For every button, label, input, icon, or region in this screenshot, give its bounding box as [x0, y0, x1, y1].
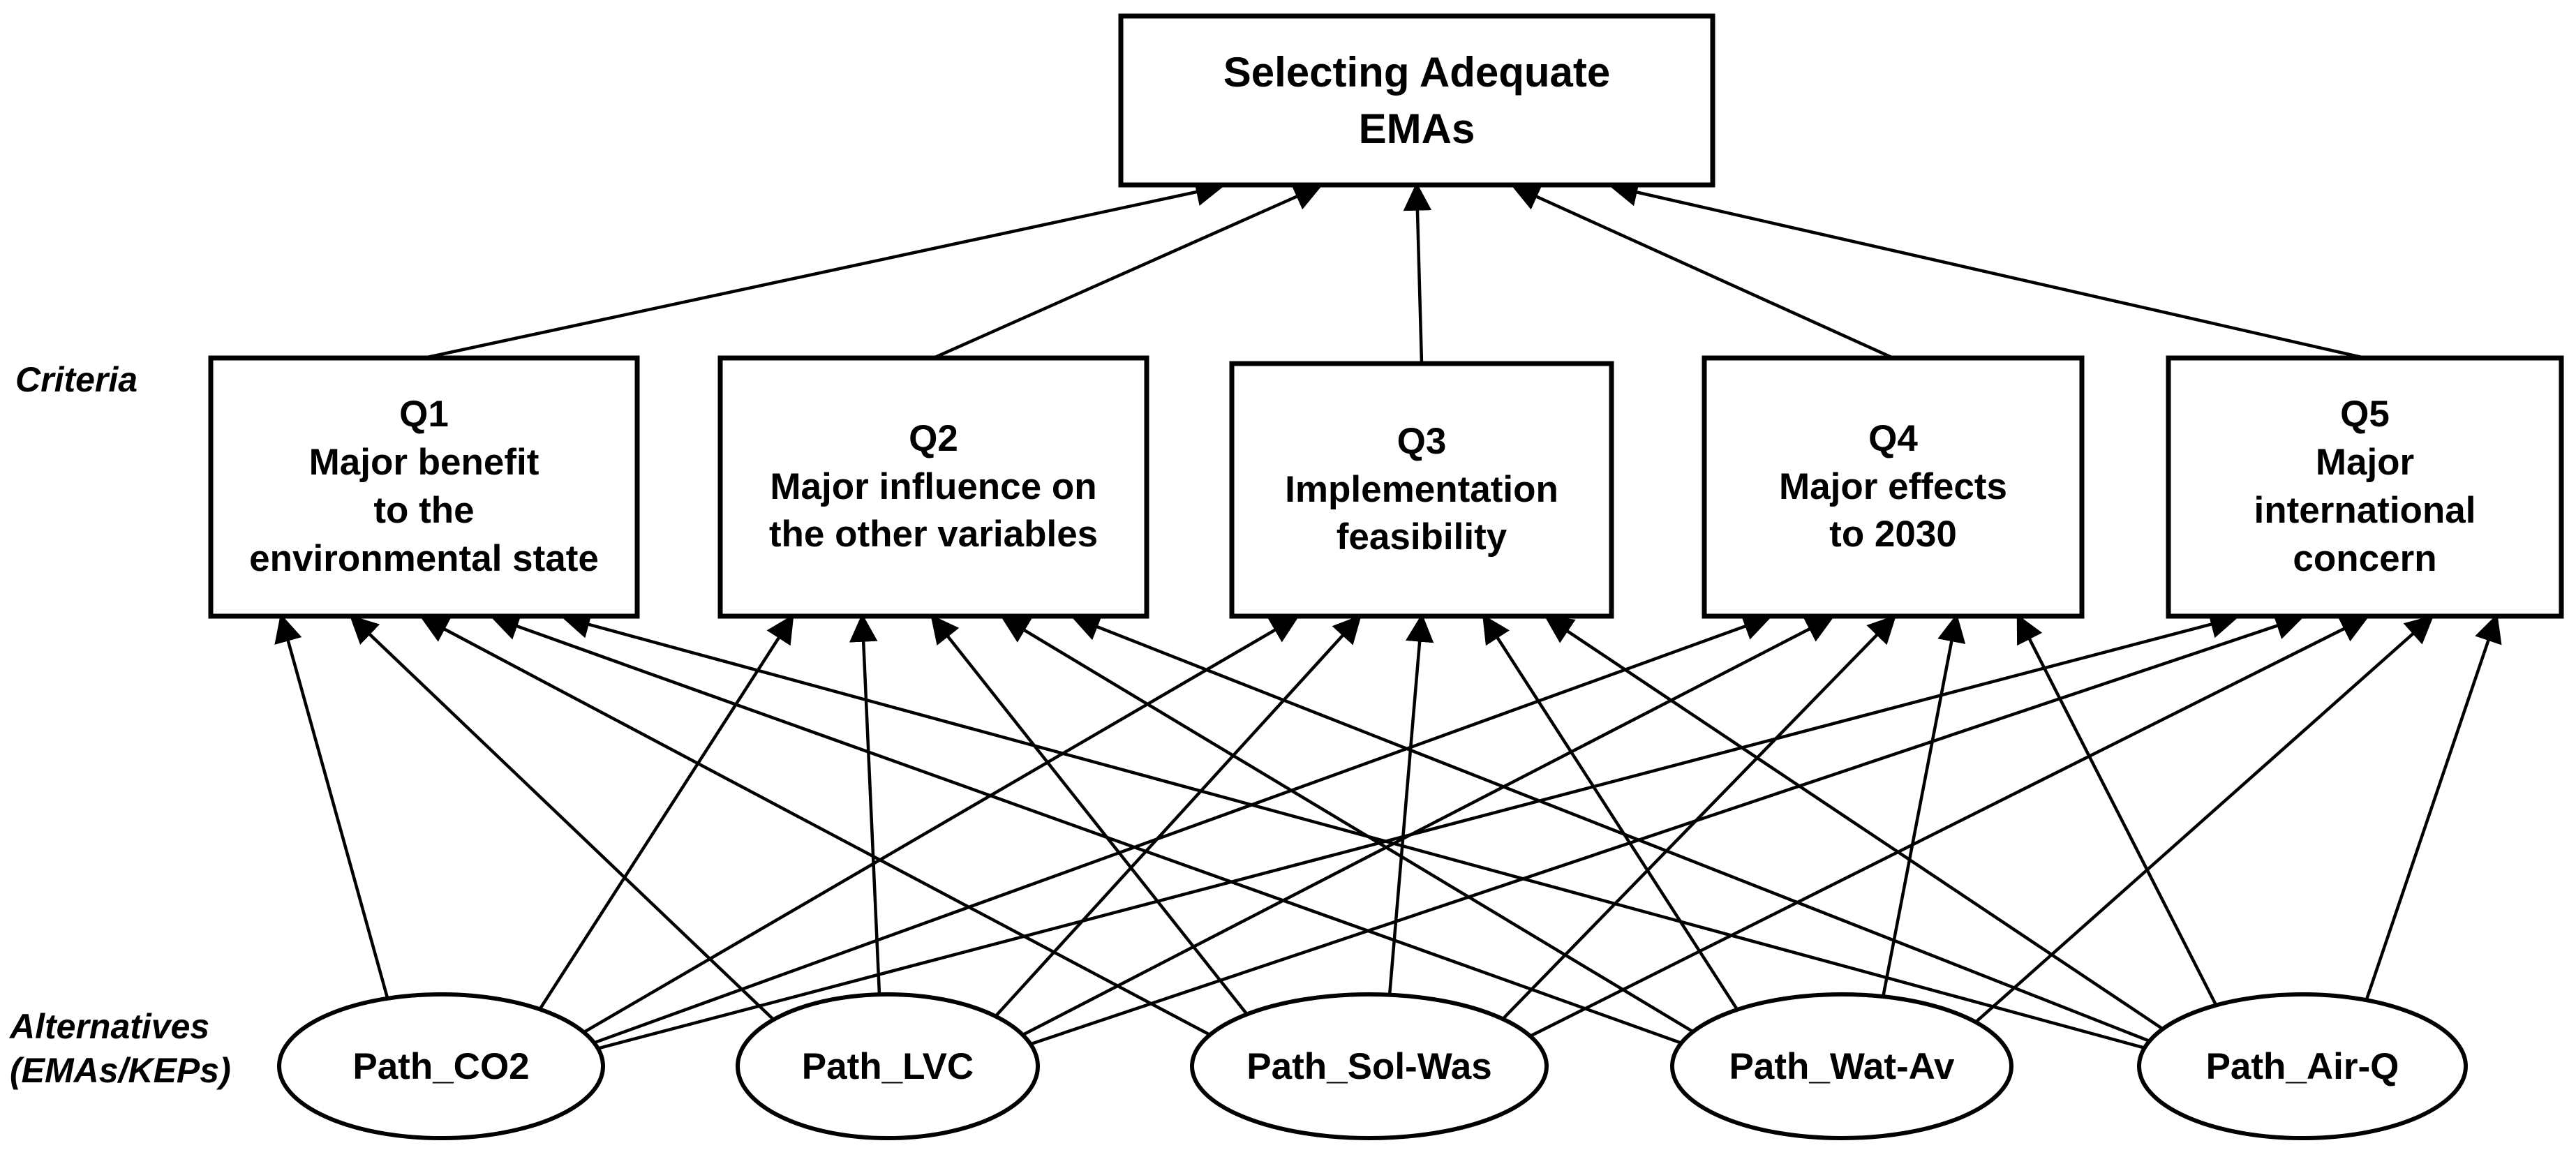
alternatives-level-label-line-2: (EMAs/KEPs) — [10, 1051, 231, 1090]
edge-criterion-to-goal-q1 — [424, 178, 1224, 360]
edge-criterion-to-goal-q5 — [1609, 178, 2365, 360]
edge-alt2-to-q5 — [1526, 615, 2369, 1039]
edge-criterion-to-goal-q4 — [1511, 184, 1894, 360]
edge-alt0-to-q1 — [274, 613, 390, 1001]
edge-alt0-to-q2 — [537, 614, 794, 1012]
edge-alt1-to-q3 — [992, 615, 1362, 1019]
criteria-level-label-text: Criteria — [15, 360, 138, 399]
alternatives-level-label: Alternatives (EMAs/KEPs) — [10, 1005, 231, 1093]
edge-alt3-to-q4 — [1881, 613, 1966, 999]
alternatives-level-label-line-1: Alternatives — [10, 1007, 210, 1046]
alternative-ellipse-2 — [1190, 992, 1549, 1140]
edge-criterion-to-goal-q3 — [1403, 182, 1432, 364]
node-shapes — [208, 13, 2564, 1140]
alternative-ellipse-3 — [1670, 992, 2013, 1140]
edge-alt1-to-q4 — [1020, 615, 1835, 1038]
edge-alt1-to-q2 — [849, 613, 881, 996]
edge-alt4-to-q5 — [2364, 613, 2502, 1003]
edge-alt1-to-q1 — [349, 615, 777, 1022]
edge-alt2-to-q2 — [930, 614, 1250, 1017]
edge-alt4-to-q1 — [561, 611, 2148, 1050]
edge-alt0-to-q3 — [581, 615, 1300, 1036]
edge-alt0-to-q4 — [590, 613, 1772, 1045]
edge-criterion-to-goal-q2 — [932, 184, 1323, 360]
edge-alt3-to-q5 — [1972, 615, 2434, 1025]
criterion-box-q1 — [208, 355, 640, 619]
edge-alt1-to-q5 — [1027, 612, 2305, 1047]
criterion-box-q4 — [1702, 355, 2085, 619]
edge-alt4-to-q3 — [1544, 615, 2166, 1032]
edge-alt2-to-q1 — [419, 615, 1214, 1038]
alternative-ellipse-4 — [2137, 992, 2468, 1140]
edge-alt3-to-q1 — [490, 613, 1685, 1046]
edge-alt3-to-q3 — [1482, 614, 1740, 1013]
criteria-level-label: Criteria — [15, 358, 137, 402]
alternative-to-criteria-edges — [274, 610, 2502, 1051]
edge-alt0-to-q5 — [595, 610, 2239, 1051]
edge-alt3-to-q2 — [1000, 615, 1697, 1035]
edge-alt2-to-q3 — [1387, 613, 1434, 996]
alternative-ellipse-0 — [277, 992, 605, 1140]
edge-alt4-to-q2 — [1071, 613, 2153, 1044]
goal-node-box — [1118, 13, 1715, 188]
edge-alt4-to-q4 — [2016, 613, 2219, 1008]
criterion-box-q3 — [1229, 361, 1614, 619]
criterion-box-q2 — [717, 355, 1149, 619]
criteria-to-goal-edges — [424, 178, 2365, 364]
criterion-box-q5 — [2166, 355, 2564, 619]
alternative-ellipse-1 — [736, 992, 1040, 1140]
